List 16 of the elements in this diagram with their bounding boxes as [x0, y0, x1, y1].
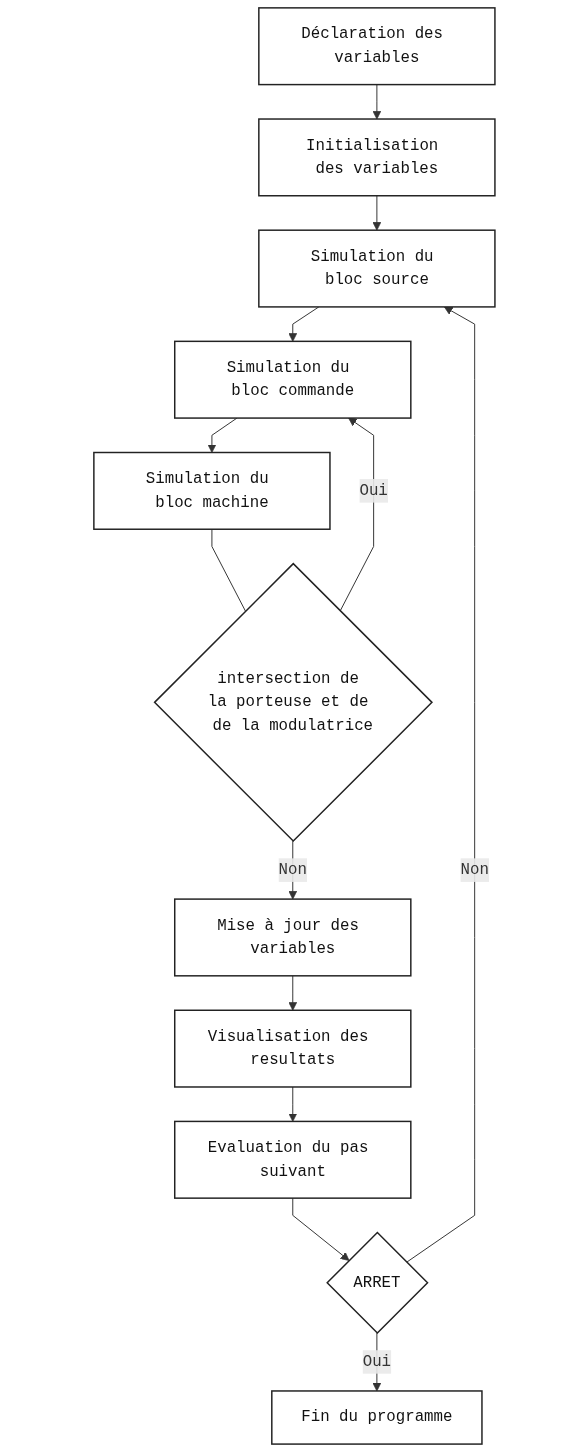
node-box: Simulation du bloc commande: [173, 340, 412, 419]
connector: [211, 528, 246, 612]
edge-label: Non: [460, 861, 489, 879]
edge-label: Oui: [359, 482, 388, 500]
node-box: Initialisation des variables: [257, 118, 496, 197]
edge-label: Non: [278, 861, 307, 879]
node-box: Visualisation des resultats: [173, 1009, 412, 1088]
node-box: Evaluation du pas suivant: [173, 1120, 412, 1199]
node-box: Simulation du bloc machine: [92, 451, 331, 530]
node-box: Mise à jour des variables: [173, 898, 412, 977]
edge-label: Oui: [362, 1353, 391, 1371]
node-diamond: intersection de la porteuse et de de la modulatrice: [153, 562, 433, 843]
node-box: Déclaration des variables: [257, 7, 496, 86]
node-diamond: ARRET: [325, 1231, 429, 1334]
node-box: Fin du programme: [270, 1390, 483, 1445]
node-box: Simulation du bloc source: [257, 229, 496, 308]
